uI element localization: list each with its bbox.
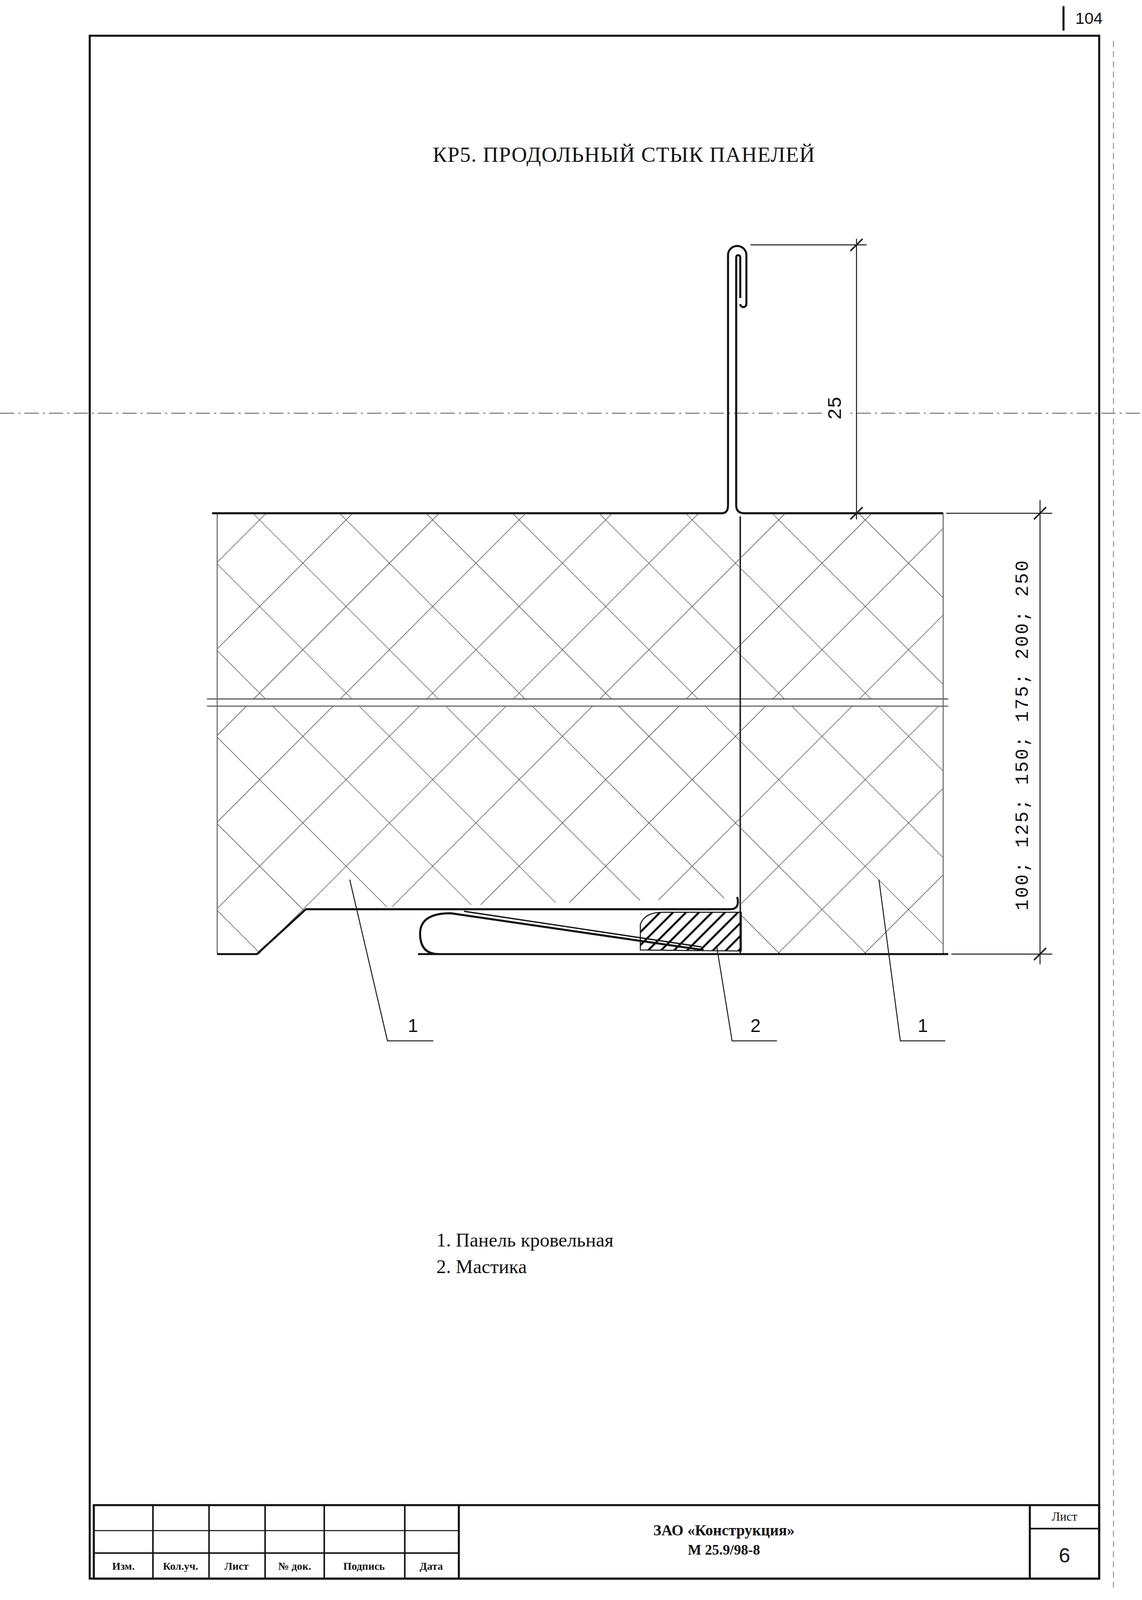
dimension-value: 25 — [825, 394, 847, 422]
table-rule — [93, 1551, 460, 1554]
sheet-label: Лист — [1051, 1509, 1078, 1524]
break-line — [207, 705, 949, 707]
dimension-line — [1039, 499, 1041, 965]
page-mark — [1062, 5, 1065, 31]
break-gap — [203, 698, 954, 707]
dimension-value: 100; 125; 150; 175; 200; 250 — [1013, 558, 1034, 911]
title-block — [93, 1504, 1100, 1578]
table-header: Подпись — [343, 1559, 385, 1572]
top-skin-seam — [212, 245, 747, 513]
table-header: Лист — [224, 1559, 249, 1572]
table-header: Изм. — [112, 1559, 135, 1572]
sheet-number: 6 — [1059, 1543, 1071, 1566]
insulation-hatch — [741, 513, 944, 955]
fold-line — [0, 412, 1142, 414]
panel-edge — [942, 513, 944, 955]
table-rule — [1028, 1504, 1031, 1578]
insulation-hatch — [217, 513, 740, 955]
leader-line — [349, 879, 434, 1041]
dimension-tick — [850, 506, 863, 520]
table-rule — [323, 1504, 325, 1578]
legend-note: 2. Мастика — [436, 1256, 527, 1278]
break-line — [207, 698, 949, 700]
callout-number: 1 — [407, 1015, 418, 1037]
table-header: № док. — [278, 1559, 312, 1572]
dimension-tick — [1033, 506, 1047, 520]
table-header: Кол.уч. — [162, 1559, 198, 1572]
bottom-skin — [417, 952, 949, 955]
extension-line — [750, 244, 868, 246]
callout-number: 2 — [750, 1015, 761, 1037]
table-rule — [93, 1529, 460, 1531]
dimension-tick — [850, 238, 863, 252]
extension-line — [951, 953, 1053, 955]
table-rule — [457, 1504, 460, 1578]
top-skin-seam — [735, 254, 944, 513]
leader-line — [878, 879, 946, 1041]
table-rule — [1029, 1527, 1099, 1529]
document-code: М 25.9/98-8 — [687, 1541, 760, 1558]
panel-joint — [739, 516, 742, 954]
table-rule — [152, 1504, 154, 1578]
extension-line — [946, 512, 1053, 514]
fold-line — [1113, 40, 1115, 1592]
dimension-tick — [1033, 947, 1047, 961]
dimension-line — [856, 238, 857, 520]
table-rule — [264, 1504, 266, 1578]
callout-number: 1 — [917, 1015, 928, 1037]
title-block-frame — [93, 1504, 1100, 1578]
page-number: 104 — [1075, 9, 1103, 28]
mastic-fill — [640, 911, 742, 951]
drawing-title: КР5. ПРОДОЛЬНЫЙ СТЫК ПАНЕЛЕЙ — [432, 143, 816, 167]
panel-edge — [216, 513, 218, 955]
table-rule — [404, 1504, 406, 1578]
table-header: Дата — [419, 1559, 444, 1572]
organization-name: ЗАО «Конструкция» — [653, 1521, 795, 1539]
sheet-frame — [89, 35, 1100, 1578]
table-rule — [208, 1504, 210, 1578]
legend-note: 1. Панель кровельная — [436, 1229, 614, 1251]
leader-line — [716, 946, 777, 1041]
